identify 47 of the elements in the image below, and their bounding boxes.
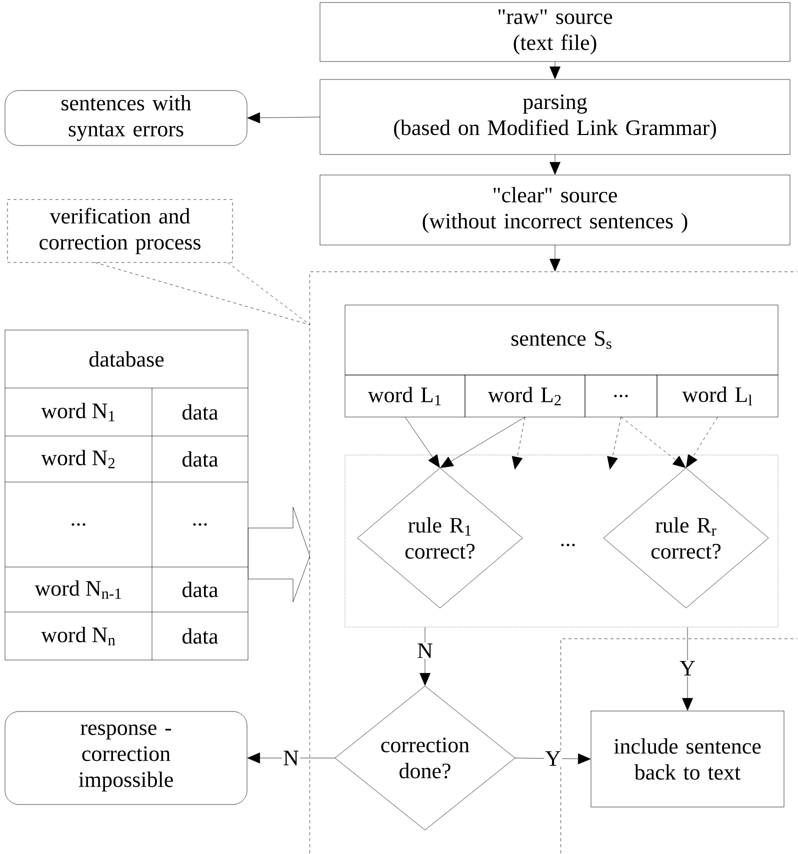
word-cell: ... [584,374,658,418]
table-cell: ... [72,523,86,526]
edge-label: Y [544,750,562,767]
edge-label: N [282,750,300,766]
word-cell: word L$_{1}$ [344,374,466,418]
table-cell: word N$_{n-1}$ [34,580,121,599]
arrow [440,416,526,468]
arrow [686,416,718,468]
table-cell: word N$_{n}$ [41,626,116,646]
table-cell: word N$_{1}$ [41,402,114,422]
word-cell: word L$_{2}$ [464,374,586,418]
arrow [607,416,622,470]
word-cell: word L$_{l}$ [656,374,778,418]
process-box: include sentence back to text [590,710,784,808]
arrow [550,244,560,272]
dashed-region [310,272,798,854]
edge-label: N [416,642,434,659]
table-header: database [89,351,164,367]
leader-line [94,262,310,325]
callout-box: verification and correction process [7,199,233,263]
arrow [404,416,440,468]
table-cell: data [182,582,218,598]
dashed-region [560,638,798,854]
table-cell: data [182,628,218,644]
table-cell: word N$_{2}$ [41,450,115,468]
terminal-box: sentences with syntax errors [4,90,248,146]
table-cell: ... [193,523,207,526]
arrow [550,154,560,175]
arrow [550,61,560,80]
process-box: "raw" source (text file) [320,2,790,62]
arrow [512,416,526,470]
process-box: "clear" source (without incorrect sentences ) [320,174,790,246]
ellipsis-text: ... [561,544,575,546]
edge-label: Y [678,660,696,676]
process-box: parsing (based on Modified Link Grammar) [320,79,790,155]
table-cell: data [182,451,218,467]
table-cell: data [182,404,218,420]
arrow [420,627,430,686]
arrow [247,752,336,764]
sentence-header: sentence S$_{s}$ [344,304,778,376]
dotted-region [344,454,778,628]
block-arrow [248,506,310,602]
arrow [247,112,320,124]
arrow [682,627,693,711]
arrow [514,753,591,764]
terminal-box: response - correction impossible [4,711,248,805]
arrow [620,416,686,468]
